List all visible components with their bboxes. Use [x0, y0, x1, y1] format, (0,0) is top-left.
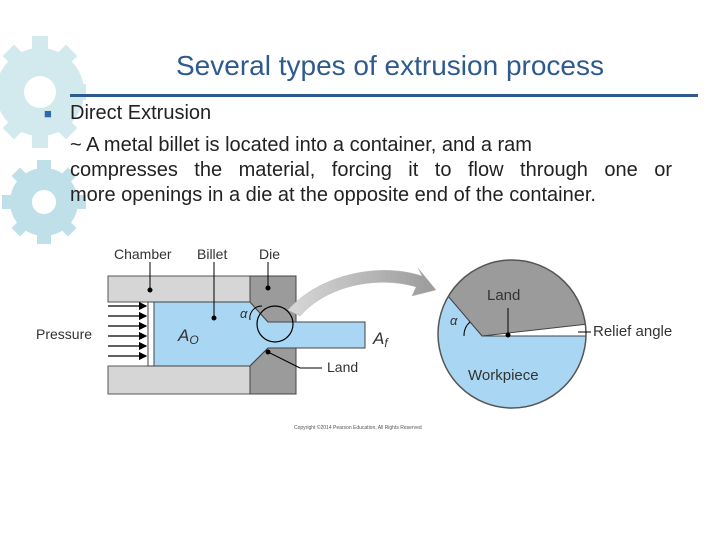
- ram-face: [147, 301, 155, 367]
- leader-dot: [211, 315, 217, 321]
- gear-decoration-icon: [0, 36, 86, 244]
- chamber-wall-bottom: [107, 365, 257, 395]
- die-lower: [249, 347, 297, 395]
- label-billet: Billet: [197, 246, 227, 262]
- leader-dot: [265, 349, 271, 355]
- label-workpiece: Workpiece: [468, 367, 539, 384]
- extrusion-diagram: Chamber Billet Die Pressure α Land AO Af…: [36, 246, 672, 431]
- label-area-out: Af: [372, 329, 389, 350]
- bullet-heading: Direct Extrusion: [70, 102, 212, 124]
- copyright-note: Copyright ©2014 Pearson Education, All R…: [294, 424, 422, 431]
- label-die: Die: [259, 246, 280, 262]
- body-line: ~ A metal billet is located into a conta…: [70, 134, 532, 156]
- label-relief-angle: Relief angle: [593, 323, 672, 340]
- pressure-arrows: [108, 301, 148, 361]
- detail-angle-arc: [463, 321, 471, 337]
- die-upper: [249, 275, 297, 323]
- detail-die-land: [438, 260, 586, 337]
- die-angle-arc: [249, 305, 263, 321]
- label-pressure: Pressure: [36, 326, 92, 342]
- leader-dot: [147, 287, 153, 293]
- detail-workpiece: [438, 280, 586, 408]
- label-area-in: AO: [177, 326, 199, 347]
- leader-lines: [149, 262, 322, 369]
- detail-view: [438, 260, 586, 408]
- label-land-detail: Land: [487, 287, 520, 304]
- bullet-square-icon: ■: [44, 106, 52, 121]
- label-chamber: Chamber: [114, 246, 172, 262]
- body-line: compresses the material, forcing it to f…: [70, 159, 672, 181]
- body-line: more openings in a die at the opposite e…: [70, 184, 596, 206]
- body-paragraph: ~ A metal billet is located into a conta…: [70, 133, 672, 208]
- label-alpha-right: α: [450, 313, 458, 328]
- detail-outline: [437, 259, 587, 409]
- slide-title: Several types of extrusion process: [176, 50, 604, 81]
- zoom-arrow-icon: [287, 267, 437, 317]
- chamber-wall-top: [107, 275, 257, 303]
- label-alpha-left: α: [240, 306, 248, 321]
- title-divider: [70, 94, 698, 97]
- detail-callout-circle: [256, 305, 294, 343]
- leader-dot: [505, 332, 511, 338]
- label-land-left: Land: [327, 359, 358, 375]
- leader-dot: [265, 285, 271, 291]
